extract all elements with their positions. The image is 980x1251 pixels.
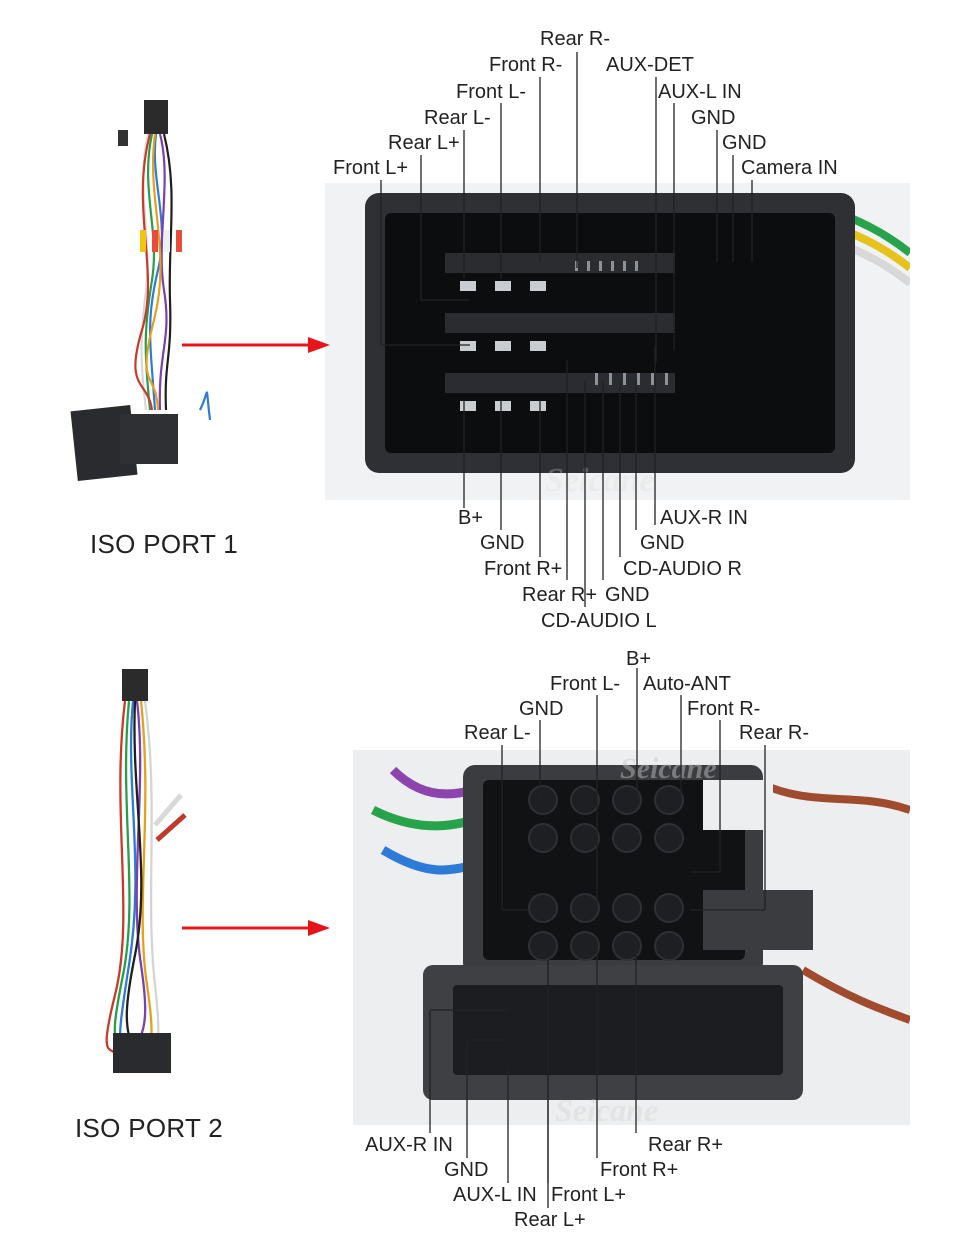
label-gnd-bot-1: GND (480, 532, 525, 554)
harness-photo-1 (60, 90, 220, 490)
port-2-title: ISO PORT 2 (75, 1113, 223, 1143)
harness-photo-2 (85, 665, 215, 1095)
p2-label-b-plus: B+ (626, 648, 652, 670)
label-front-r-minus: Front R- (489, 54, 563, 76)
label-gnd-top-2: GND (722, 132, 767, 154)
label-rear-l-minus: Rear L- (424, 107, 491, 129)
p2-label-front-r-minus: Front R- (687, 698, 761, 720)
p2-label-front-r-plus: Front R+ (600, 1159, 679, 1181)
p2-label-aux-r-in: AUX-R IN (365, 1134, 453, 1156)
label-rear-l-plus: Rear L+ (388, 132, 460, 154)
label-gnd-bot-2: GND (640, 532, 685, 554)
label-cd-audio-l: CD-AUDIO L (541, 610, 657, 632)
label-front-l-plus: Front L+ (333, 157, 409, 179)
port-1-title: ISO PORT 1 (90, 529, 238, 559)
p2-label-rear-l-minus: Rear L- (464, 722, 531, 744)
label-aux-det: AUX-DET (606, 54, 694, 76)
label-b-plus: B+ (458, 507, 484, 529)
label-cd-audio-r: CD-AUDIO R (623, 558, 742, 580)
connector-photo-2 (353, 750, 910, 1125)
label-front-r-plus: Front R+ (484, 558, 563, 580)
label-aux-l-in: AUX-L IN (658, 81, 742, 103)
p2-label-aux-l-in: AUX-L IN (453, 1184, 537, 1206)
label-gnd-top-1: GND (691, 107, 736, 129)
p2-label-front-l-minus: Front L- (550, 673, 621, 695)
p2-label-gnd-top: GND (519, 698, 564, 720)
watermark-2-top: Seicane (620, 752, 717, 785)
p2-label-front-l-plus: Front L+ (551, 1184, 627, 1206)
connector-photo-1 (325, 183, 910, 500)
label-camera-in: Camera IN (741, 157, 838, 179)
label-front-l-minus: Front L- (456, 81, 527, 103)
label-aux-r-in: AUX-R IN (660, 507, 748, 529)
p2-label-auto-ant: Auto-ANT (643, 673, 731, 695)
label-rear-r-plus: Rear R+ (522, 584, 598, 606)
label-rear-r-minus: Rear R- (540, 28, 611, 50)
p2-label-rear-l-plus: Rear L+ (514, 1209, 586, 1231)
label-gnd-bot-3: GND (605, 584, 650, 606)
watermark-2-bottom: Seicane (555, 1092, 659, 1128)
p2-label-gnd-bot: GND (444, 1159, 489, 1181)
p2-label-rear-r-plus: Rear R+ (648, 1134, 724, 1156)
p2-label-rear-r-minus: Rear R- (739, 722, 810, 744)
